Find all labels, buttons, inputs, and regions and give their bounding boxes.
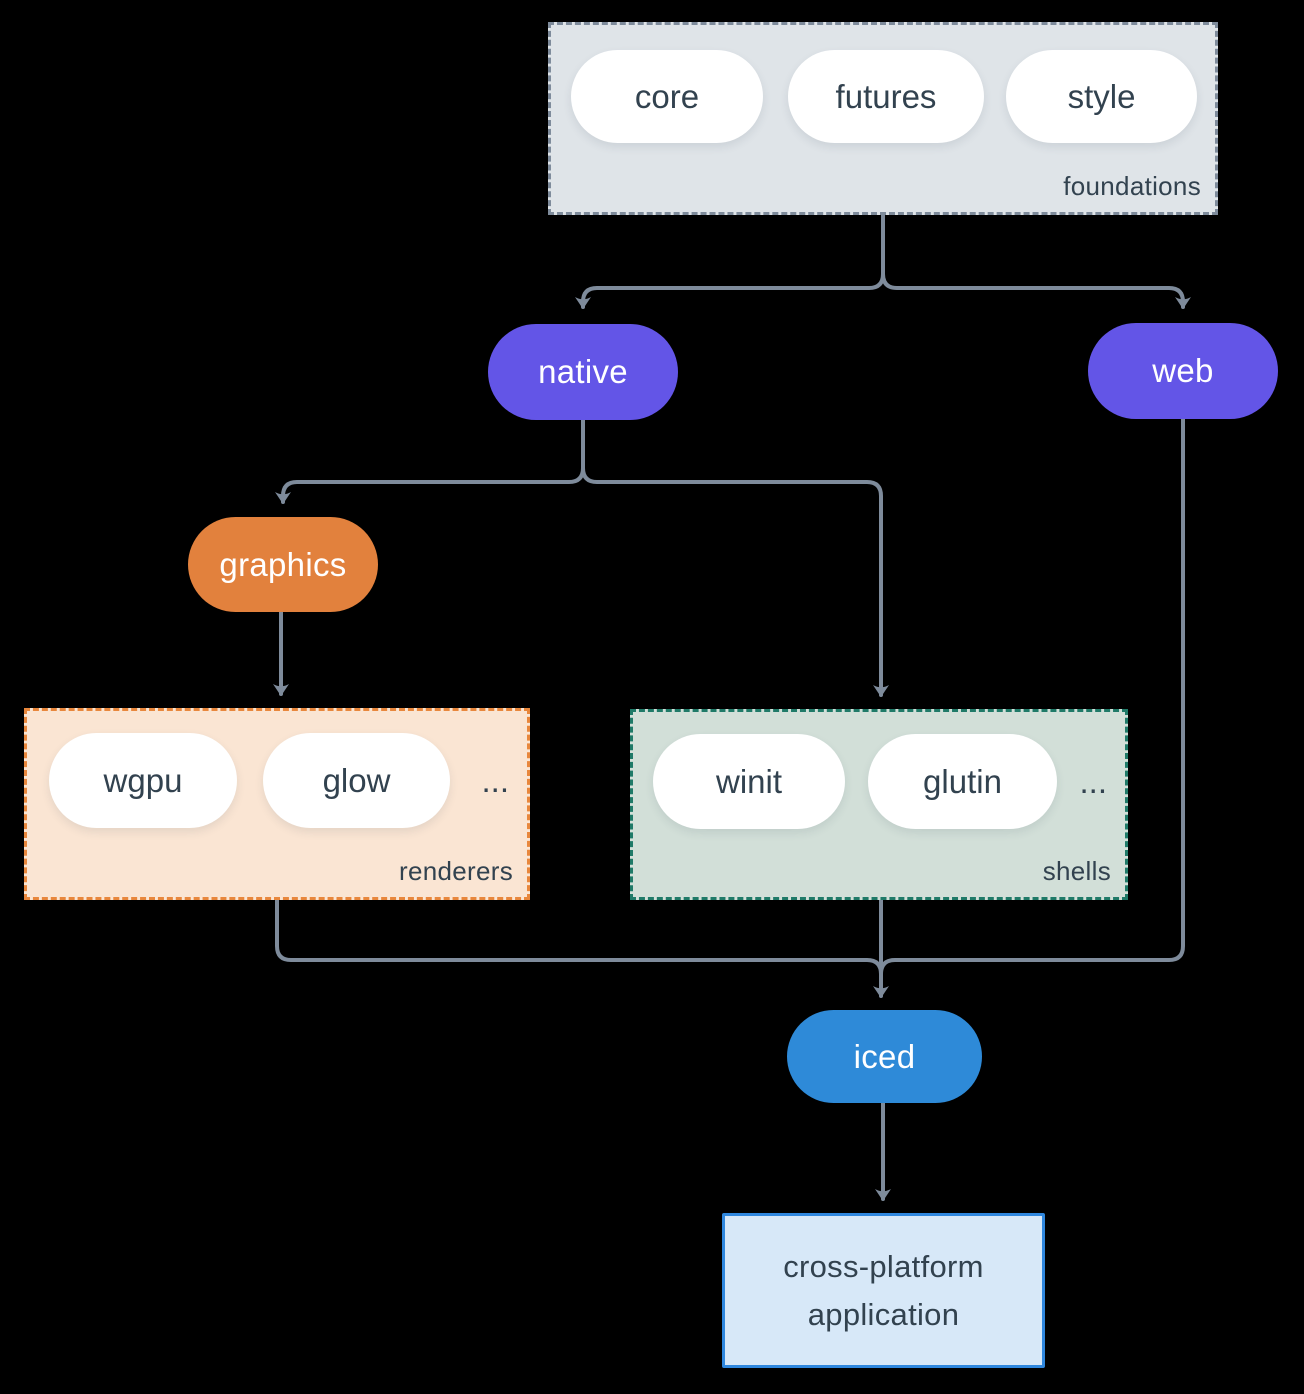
arrow-native-to-graphics [275, 418, 585, 504]
node-iced-label: iced [853, 1037, 916, 1075]
node-graphics-label: graphics [219, 545, 347, 583]
node-web-label: web [1152, 352, 1214, 389]
pill-style: style [1006, 50, 1197, 143]
renderers-group: wgpu glow ... renderers [24, 708, 530, 900]
renderers-label: renderers [399, 856, 513, 886]
arrow-native-to-shells [581, 466, 889, 697]
pill-winit-label: winit [715, 762, 783, 800]
renderers-ellipsis: ... [481, 761, 509, 799]
application-label-line1: cross-platform [783, 1248, 984, 1284]
line-renderers-to-merge [275, 898, 883, 976]
pill-glutin-label: glutin [923, 762, 1002, 800]
pill-glow: glow [263, 733, 450, 828]
pill-core: core [571, 50, 763, 143]
foundations-group: core futures style foundations [548, 22, 1218, 215]
pill-winit: winit [653, 734, 845, 829]
pill-glow-label: glow [322, 761, 391, 799]
pill-style-label: style [1067, 77, 1136, 115]
foundations-label: foundations [1063, 171, 1201, 201]
pill-futures: futures [788, 50, 984, 143]
node-iced: iced [787, 1010, 982, 1103]
pill-wgpu-label: wgpu [103, 761, 183, 799]
node-native-label: native [538, 353, 628, 390]
arrow-foundations-to-native [575, 213, 885, 309]
application-label-line2: application [807, 1296, 960, 1332]
pill-futures-label: futures [835, 77, 937, 115]
pill-glutin: glutin [868, 734, 1057, 829]
shells-group: winit glutin ... shells [630, 709, 1128, 900]
pill-wgpu: wgpu [49, 733, 237, 828]
shells-ellipsis: ... [1079, 762, 1107, 800]
application-node: cross-platform application [722, 1213, 1045, 1368]
shells-label: shells [1042, 856, 1111, 886]
arrow-foundations-to-web [881, 272, 1191, 309]
node-native: native [488, 324, 678, 420]
pill-core-label: core [634, 77, 700, 115]
node-web: web [1088, 323, 1278, 419]
node-graphics: graphics [188, 517, 378, 612]
